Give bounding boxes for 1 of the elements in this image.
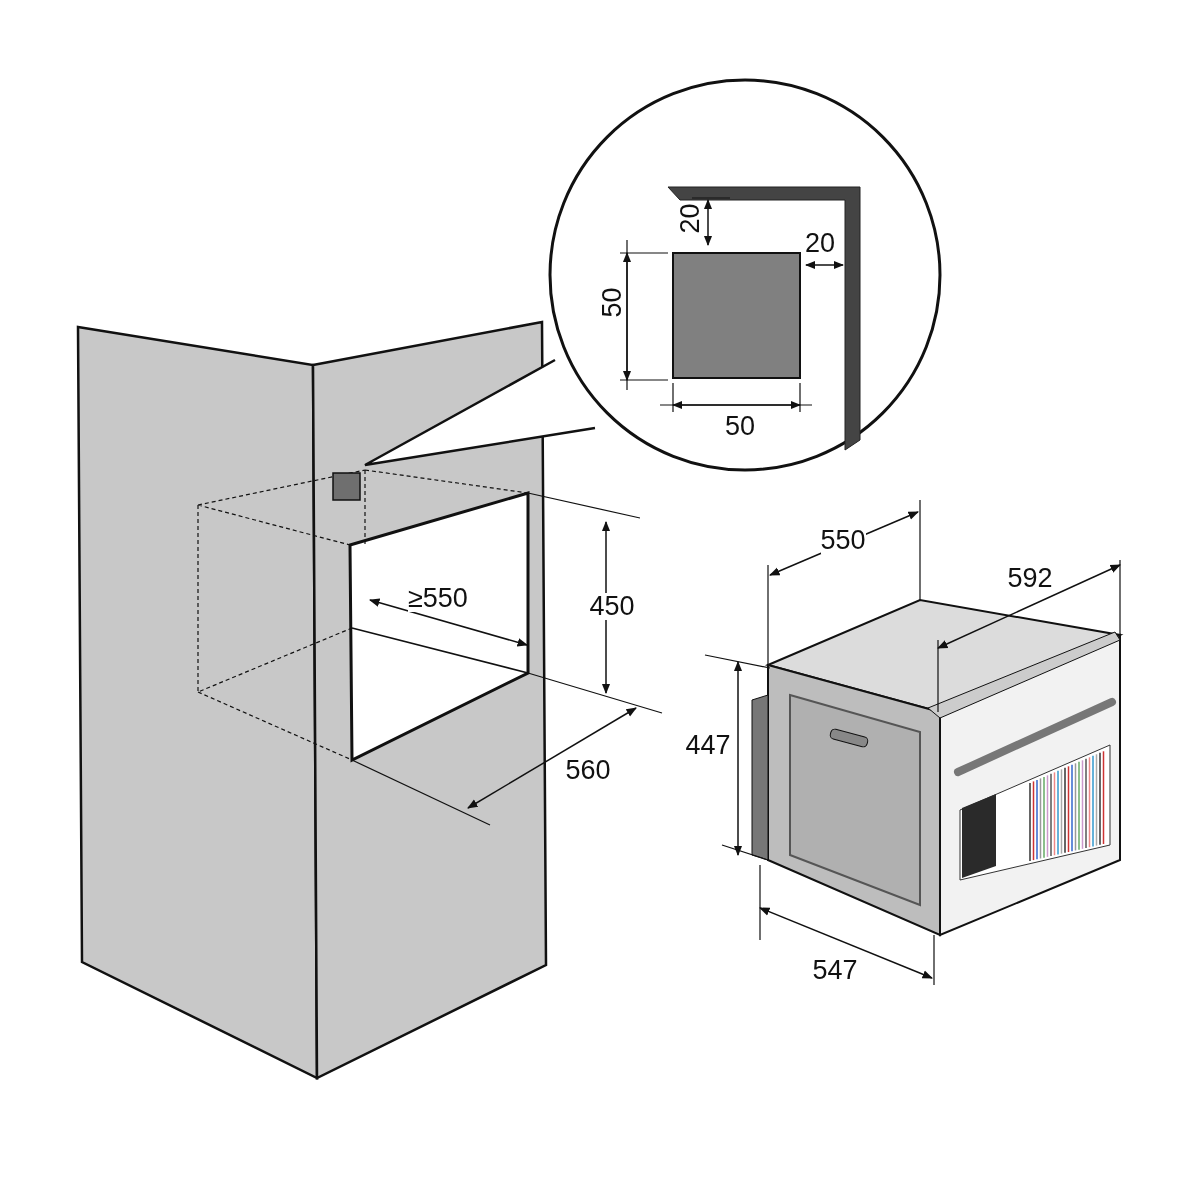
dimension-label: 450: [589, 592, 635, 620]
